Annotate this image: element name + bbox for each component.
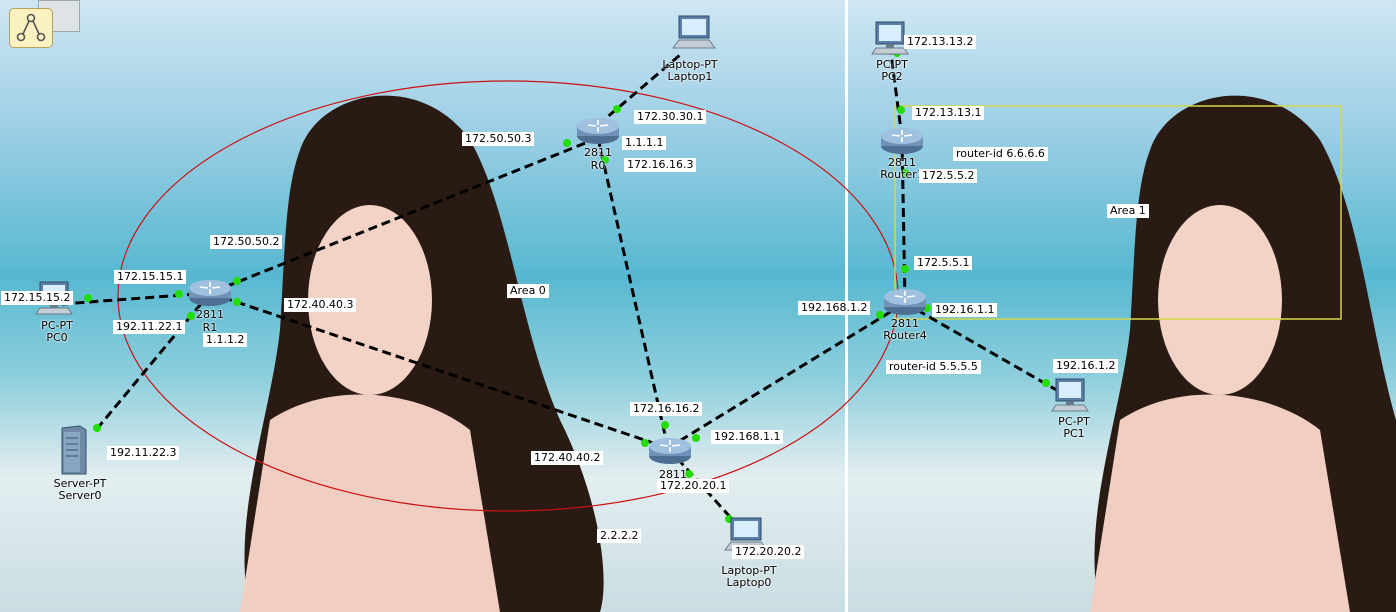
port-dot	[233, 298, 241, 306]
laptop1[interactable]	[671, 14, 717, 58]
area1-box	[894, 105, 1342, 320]
link-r0-r2	[596, 137, 670, 449]
server-icon	[61, 425, 87, 475]
pc1-name: PC1	[1063, 427, 1085, 440]
label-area0: Area 0	[507, 284, 549, 298]
label-r2-loopback: 2.2.2.2	[597, 529, 642, 543]
label-laptop0-ip: 172.20.20.2	[732, 545, 805, 559]
router-router4-model: 2811	[891, 317, 919, 330]
label-r0-laptop1: 172.30.30.1	[634, 110, 707, 124]
label-r1-server: 192.11.22.1	[113, 320, 186, 334]
pc2[interactable]	[870, 20, 910, 62]
laptop1-model: Laptop-PT	[662, 58, 718, 71]
port-dot	[685, 470, 693, 478]
label-r0-down: 172.16.16.3	[624, 158, 697, 172]
router-r1-name: R1	[202, 321, 218, 334]
port-dot	[897, 106, 905, 114]
port-dot	[901, 169, 909, 177]
label-r2-r1: 172.40.40.2	[531, 451, 604, 465]
port-dot	[641, 439, 649, 447]
pc2-name: PC2	[881, 70, 903, 83]
router-r1[interactable]	[188, 279, 232, 311]
label-r2-laptop0: 172.20.20.1	[657, 479, 730, 493]
router-icon	[884, 289, 926, 315]
link-r0-laptop1	[597, 53, 681, 127]
router-r2[interactable]	[648, 437, 692, 469]
router-icon	[649, 438, 691, 464]
label-pc0-ip: 172.15.15.2	[1, 291, 74, 305]
router-icon	[189, 280, 231, 306]
router-r0[interactable]	[576, 117, 620, 149]
pc-icon	[1051, 378, 1089, 412]
laptop0[interactable]	[723, 516, 769, 560]
laptop-icon	[672, 15, 716, 49]
label-r2-up: 172.16.16.2	[630, 402, 703, 416]
port-dot	[601, 156, 609, 164]
router-icon	[881, 128, 923, 154]
port-dot	[84, 294, 92, 302]
port-dot	[876, 311, 884, 319]
link-r2-router4	[667, 301, 906, 450]
router-r1-model: 2811	[196, 308, 224, 321]
server0-model: Server-PT	[53, 477, 107, 490]
label-pc1-ip: 192.16.1.2	[1053, 359, 1119, 373]
port-dot	[233, 277, 241, 285]
label-pc2-ip: 172.13.13.2	[904, 35, 977, 49]
link-router1-pc2	[888, 45, 904, 139]
router-r0-name: R0	[590, 159, 606, 172]
label-area1: Area 1	[1107, 204, 1149, 218]
port-dot	[175, 290, 183, 298]
label-router4-pc1: 192.16.1.1	[932, 303, 998, 317]
pc0-name: PC0	[46, 331, 68, 344]
link-r1-pc0	[61, 291, 211, 306]
pc-icon	[871, 21, 909, 55]
label-r1-r2: 172.40.40.3	[284, 298, 357, 312]
laptop-icon	[724, 517, 768, 551]
port-dot	[613, 105, 621, 113]
label-r1-loopback: 1.1.1.2	[203, 333, 248, 347]
router-icon	[577, 118, 619, 144]
server0[interactable]	[58, 424, 88, 480]
label-r1-r0: 172.50.50.2	[210, 235, 283, 249]
pc2-model: PC-PT	[876, 58, 908, 71]
label-router1-id: router-id 6.6.6.6	[953, 147, 1048, 161]
topology-icon[interactable]	[9, 8, 53, 48]
port-dot	[901, 265, 909, 273]
port-dot	[563, 139, 571, 147]
laptop1-name: Laptop1	[667, 70, 713, 83]
link-router4-pc1	[904, 301, 1061, 394]
pc1-model: PC-PT	[1058, 415, 1090, 428]
port-dot	[93, 424, 101, 432]
label-server-ip: 192.11.22.3	[107, 446, 180, 460]
label-router4-id: router-id 5.5.5.5	[886, 360, 981, 374]
label-r2-router4: 192.168.1.1	[711, 430, 784, 444]
label-r0-r1: 172.50.50.3	[462, 132, 535, 146]
router-router4-name: Router4	[883, 329, 927, 342]
router-router1-model: 2811	[888, 156, 916, 169]
router-router1[interactable]	[880, 127, 924, 159]
label-r0-loopback: 1.1.1.1	[622, 136, 667, 150]
port-dot	[661, 421, 669, 429]
port-dot	[187, 312, 195, 320]
label-router4-up: 172.5.5.1	[914, 256, 973, 270]
label-router1-pc2: 172.13.13.1	[912, 106, 985, 120]
pc0-model: PC-PT	[41, 319, 73, 332]
label-r1-pc0: 172.15.15.1	[114, 270, 187, 284]
router-r2-model: 2811	[659, 468, 687, 481]
router-router4[interactable]	[883, 288, 927, 320]
router-r0-model: 2811	[584, 146, 612, 159]
laptop0-name: Laptop0	[726, 576, 772, 589]
port-dot	[692, 434, 700, 442]
server0-name: Server0	[58, 489, 102, 502]
link-r1-r2	[209, 291, 669, 450]
router-router1-name: Router1	[880, 168, 924, 181]
link-r0-r1	[209, 136, 599, 295]
pc1[interactable]	[1050, 377, 1090, 419]
port-dot	[1042, 379, 1050, 387]
label-router4-r2: 192.168.1.2	[798, 301, 871, 315]
label-router1-down: 172.5.5.2	[919, 169, 978, 183]
laptop0-model: Laptop-PT	[721, 564, 777, 577]
